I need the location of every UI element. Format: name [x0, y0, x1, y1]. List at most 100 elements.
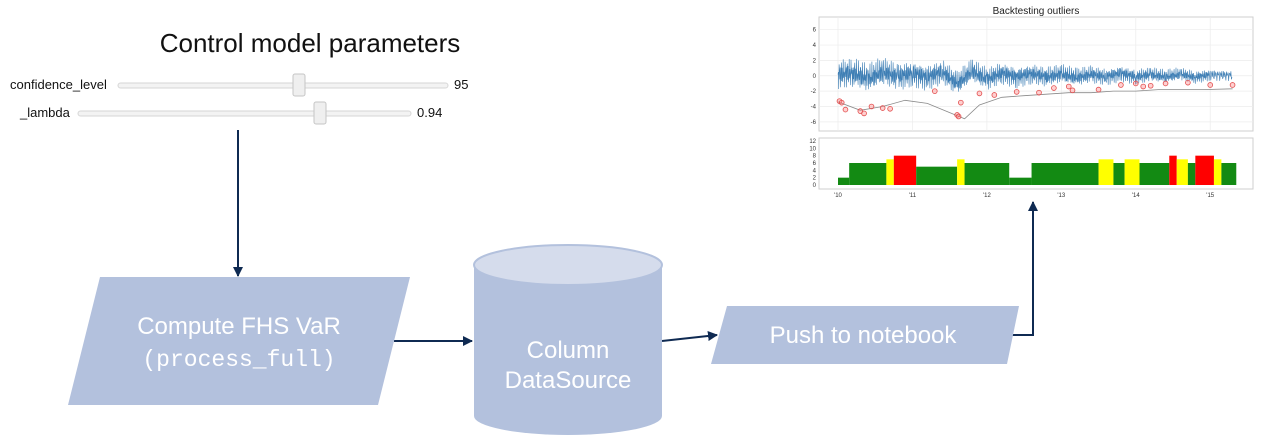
y-tick-label: 2: [813, 176, 817, 182]
x-tick-label: '15: [1206, 193, 1214, 199]
slider-confidence-level[interactable]: confidence_level 95: [10, 73, 468, 97]
y-tick-label: 0: [813, 74, 817, 80]
x-tick-label: '14: [1132, 193, 1140, 199]
compute-fhs-var-process: Compute FHS VaR (process_full): [68, 277, 410, 405]
slider-label: confidence_level: [10, 77, 107, 92]
slider-value: 95: [454, 77, 468, 92]
y-tick-label: 6: [813, 161, 817, 167]
bar-yellow: [957, 159, 965, 185]
arrow-datasource-to-push: [661, 331, 718, 342]
bar-green: [1031, 163, 1099, 185]
outlier-marker: [1147, 82, 1154, 89]
bar-red: [1169, 155, 1177, 185]
outlier-marker: [958, 99, 964, 106]
outlier-marker: [1207, 82, 1214, 88]
x-tick-label: '12: [983, 193, 991, 199]
outlier-marker: [887, 105, 893, 112]
outlier-marker: [1118, 82, 1124, 88]
compute-label: Compute FHS VaR: [137, 313, 341, 340]
datasource-label-line2: DataSource: [505, 367, 632, 394]
outlier-marker: [1162, 80, 1169, 87]
bar-yellow: [886, 159, 894, 185]
bar-red: [1195, 155, 1214, 185]
process-shape: [711, 306, 1019, 364]
outlier-marker: [861, 110, 867, 117]
outlier-marker: [1065, 83, 1072, 90]
outlier-marker: [991, 92, 998, 98]
y-tick-label: 12: [809, 139, 816, 145]
slider-handle[interactable]: [313, 101, 327, 125]
outlier-marker: [976, 90, 983, 97]
bar-yellow: [1124, 159, 1140, 185]
outlier-marker: [1185, 79, 1191, 86]
outlier-marker: [838, 99, 845, 106]
outlier-marker: [1095, 86, 1102, 93]
column-datasource-cylinder: Column DataSource: [473, 244, 663, 435]
y-tick-label: -6: [811, 120, 817, 126]
bar-green: [1113, 163, 1125, 185]
outlier-marker: [1140, 83, 1147, 90]
push-label: Push to notebook: [770, 322, 958, 349]
outlier-marker: [1132, 80, 1139, 87]
slider-value: 0.94: [417, 105, 442, 120]
bar-green: [916, 166, 958, 185]
arrow-push-to-chart: [1010, 201, 1038, 336]
y-tick-label: 8: [813, 154, 817, 160]
push-to-notebook-process: Push to notebook: [711, 306, 1019, 364]
bar-yellow: [1098, 159, 1114, 185]
bar-yellow: [1213, 159, 1222, 185]
compute-function-name: (process_full): [142, 347, 335, 373]
x-tick-label: '13: [1057, 193, 1065, 199]
slider-label: _lambda: [19, 105, 71, 120]
y-tick-label: 0: [813, 183, 817, 189]
bar-green: [1009, 177, 1032, 185]
y-tick-label: 10: [809, 146, 816, 152]
outlier-marker: [868, 103, 875, 110]
y-tick-label: 4: [813, 43, 817, 49]
chart-title: Backtesting outliers: [993, 6, 1080, 17]
process-shape: [68, 277, 410, 405]
y-tick-label: 2: [813, 58, 817, 64]
outlier-marker: [931, 88, 938, 94]
series-layer: [836, 58, 1236, 120]
slider-handle[interactable]: [292, 73, 306, 97]
outlier-marker: [1229, 82, 1236, 88]
bar-green: [1139, 163, 1170, 185]
controls-title: Control model parameters: [160, 28, 461, 58]
bar-green: [838, 177, 850, 185]
outlier-marker: [1036, 89, 1042, 96]
cylinder-body: [474, 265, 662, 435]
returns-series-line: [837, 58, 1233, 92]
outlier-marker: [1051, 85, 1057, 91]
y-tick-label: 6: [813, 28, 817, 34]
x-tick-label: '10: [834, 193, 842, 199]
cylinder-top: [473, 244, 663, 286]
datasource-label-line1: Column: [527, 337, 610, 364]
bar-red: [893, 155, 917, 185]
bar-green: [1187, 163, 1196, 185]
bar-green: [964, 163, 1010, 185]
bar-green: [1221, 163, 1237, 185]
slider-track[interactable]: [117, 82, 449, 89]
x-tick-label: '11: [909, 193, 917, 199]
bar-green: [849, 163, 887, 185]
y-tick-label: 4: [813, 168, 817, 174]
slider-track[interactable]: [77, 110, 412, 117]
bars-layer: [838, 155, 1237, 185]
outlier-marker: [1013, 89, 1020, 95]
outlier-marker: [842, 106, 849, 113]
bar-yellow: [1176, 159, 1188, 185]
var-series-line: [837, 88, 1233, 120]
outlier-marker: [879, 105, 886, 111]
slider-lambda[interactable]: _lambda 0.94: [19, 101, 442, 125]
x-axis-ticks: '10 '11 '12 '13 '14 '15: [834, 193, 1215, 199]
outlier-marker: [1069, 87, 1076, 94]
y-tick-label: -4: [811, 104, 817, 110]
outlier-marker: [955, 113, 962, 120]
